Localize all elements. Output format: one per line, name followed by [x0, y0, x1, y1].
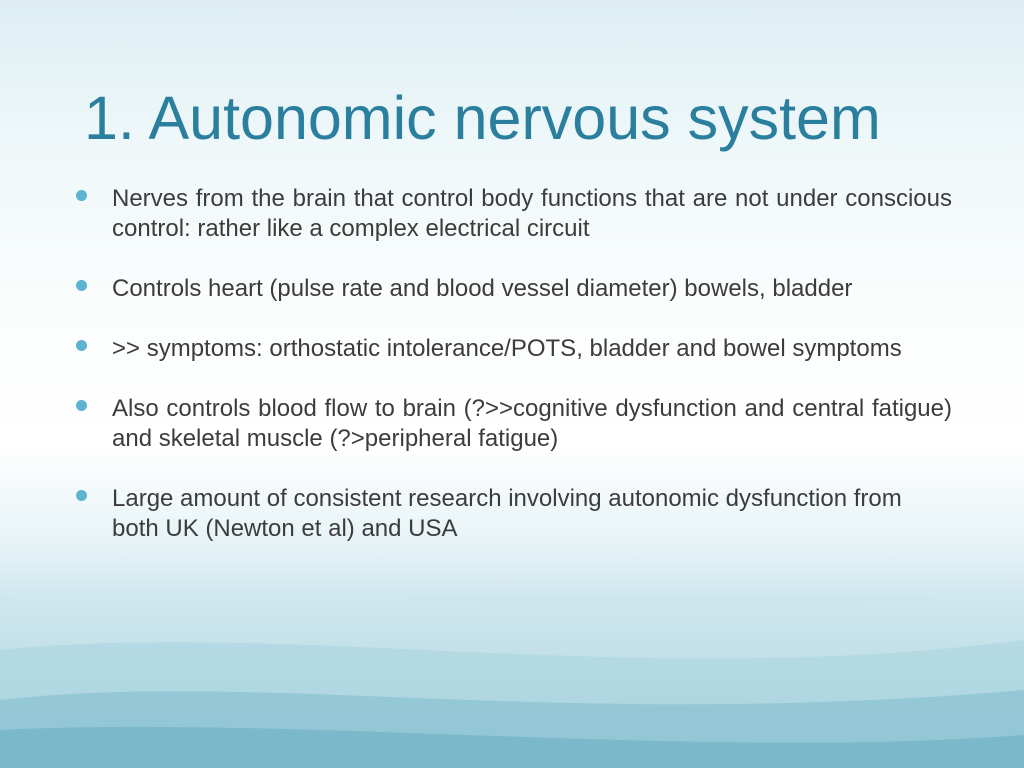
bullet-icon — [76, 400, 87, 411]
bullet-icon — [76, 340, 87, 351]
bullet-item: Large amount of consistent research invo… — [76, 484, 952, 544]
bullet-item: >> symptoms: orthostatic intolerance/POT… — [76, 334, 952, 364]
background-wave — [0, 690, 1024, 768]
bullet-item: Controls heart (pulse rate and blood ves… — [76, 274, 952, 304]
background-wave — [0, 726, 1024, 768]
bullet-text: >> symptoms: orthostatic intolerance/POT… — [112, 335, 902, 362]
bullet-text: Large amount of consistent research invo… — [112, 485, 902, 542]
bullet-text: Controls heart (pulse rate and blood ves… — [112, 275, 853, 302]
bullet-text: Nerves from the brain that control body … — [112, 185, 952, 242]
bullet-list: Nerves from the brain that control body … — [76, 184, 952, 574]
slide-title: 1. Autonomic nervous system — [84, 84, 881, 152]
bullet-icon — [76, 280, 87, 291]
bullet-item: Nerves from the brain that control body … — [76, 184, 952, 244]
bullet-text: Also controls blood flow to brain (?>>co… — [112, 395, 952, 452]
bullet-icon — [76, 490, 87, 501]
bullet-item: Also controls blood flow to brain (?>>co… — [76, 394, 952, 454]
bullet-icon — [76, 190, 87, 201]
